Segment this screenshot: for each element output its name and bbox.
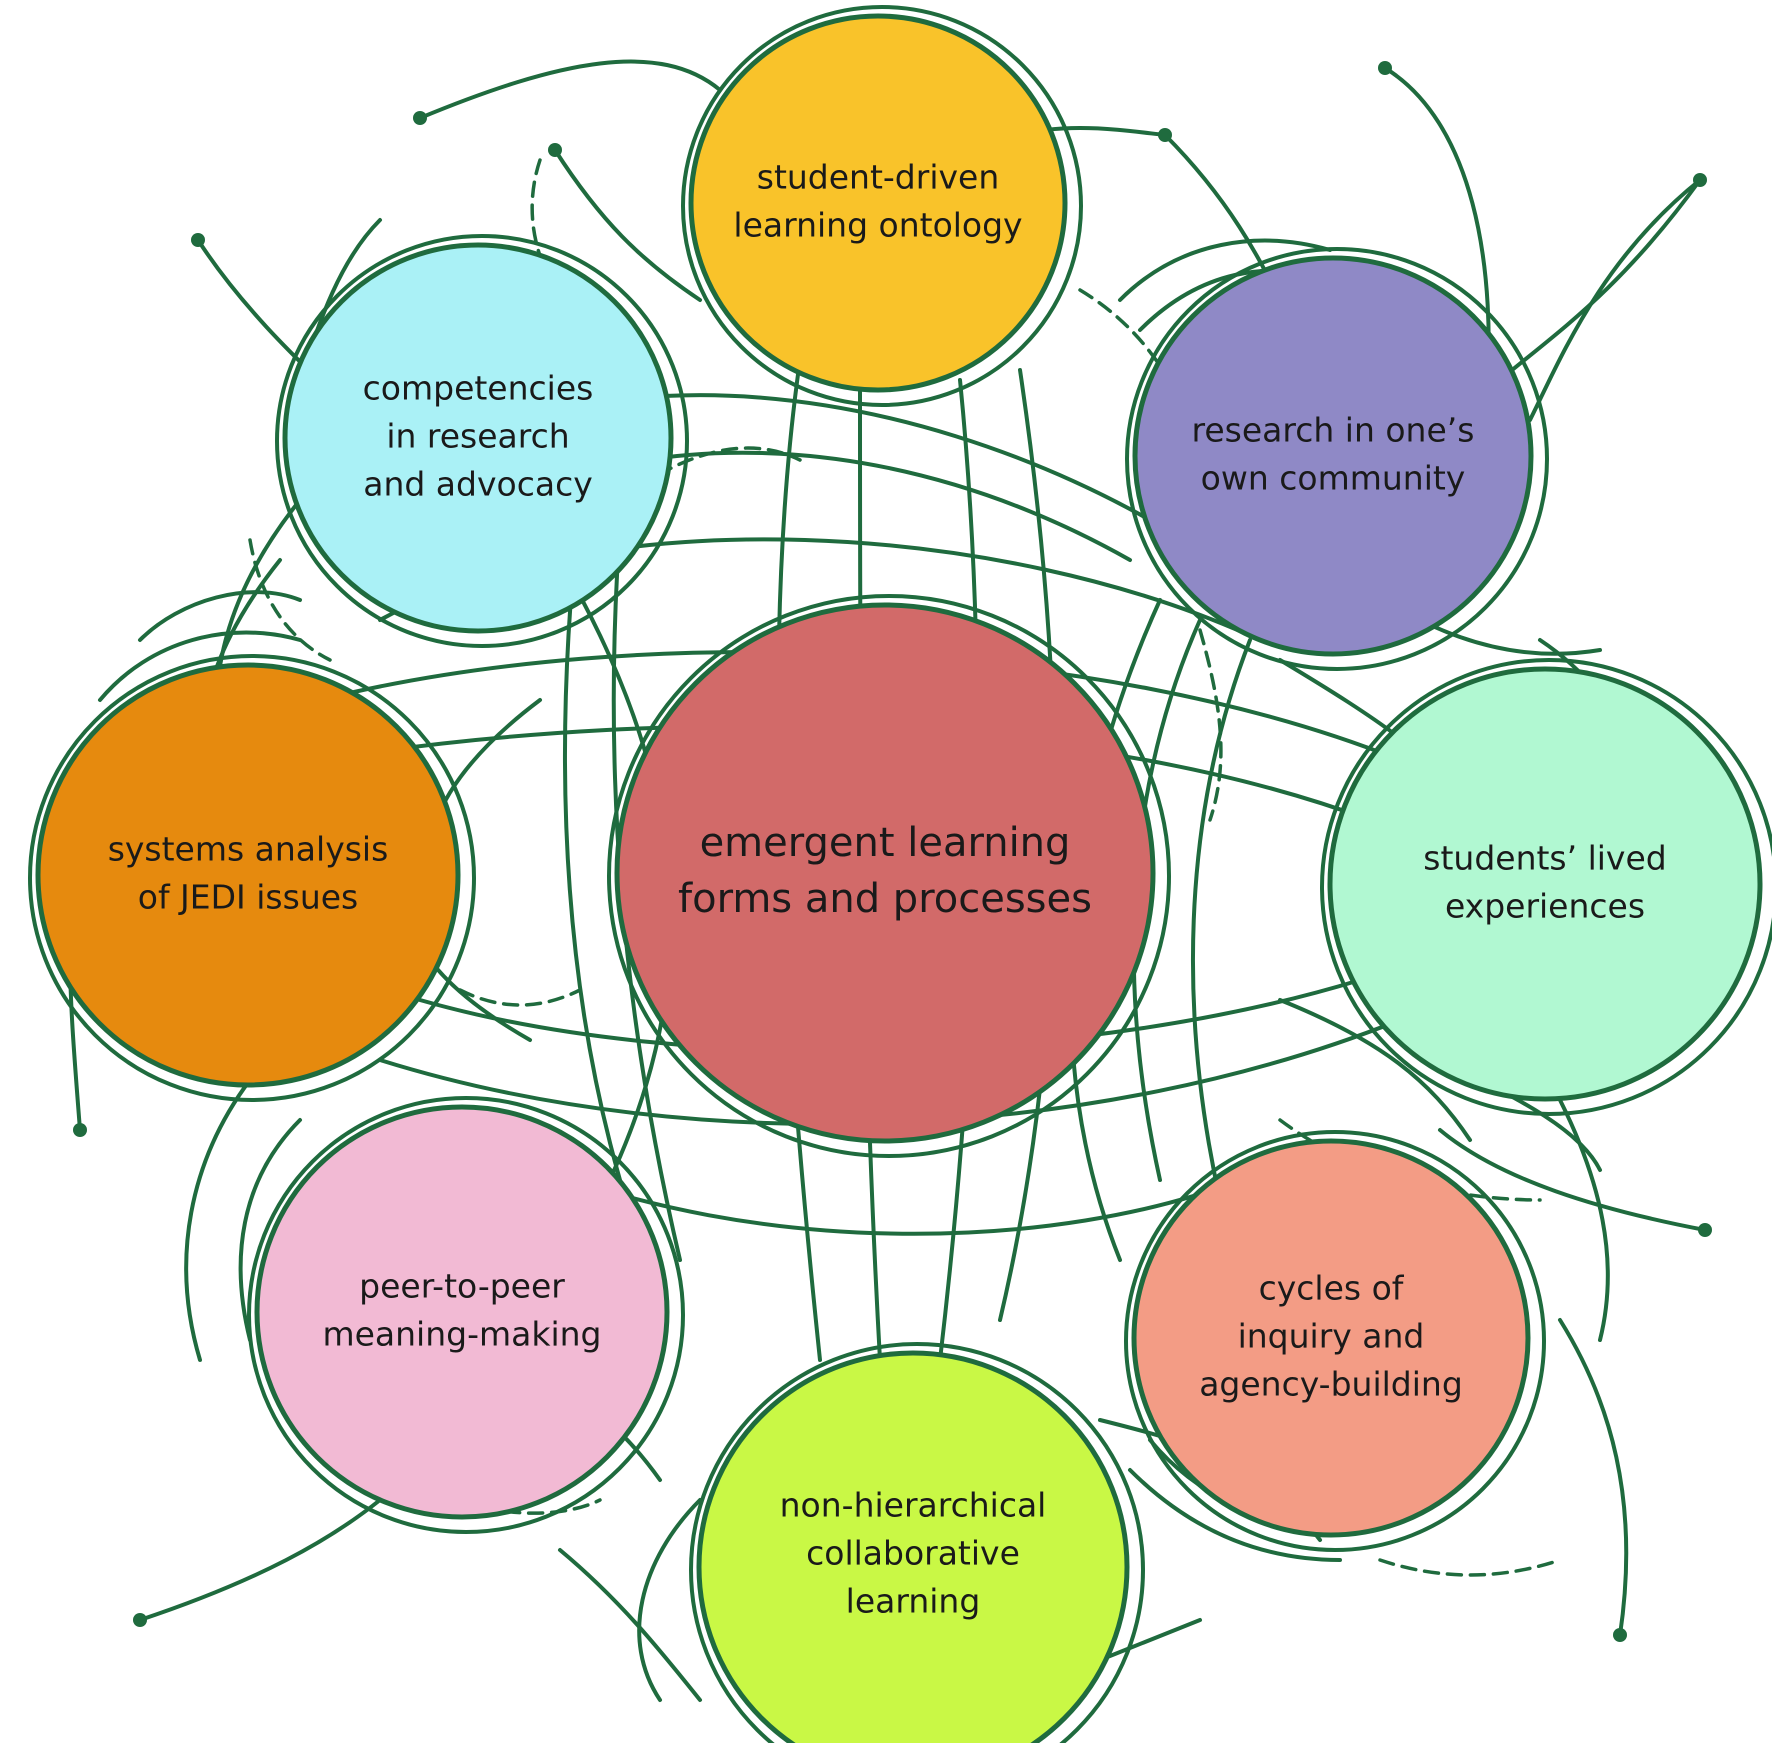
node-outer-ring xyxy=(1320,658,1772,1116)
connector-line xyxy=(558,1548,702,1702)
connector-line xyxy=(1558,1098,1610,1342)
node-label-line: collaborative xyxy=(806,1534,1020,1573)
node-label-line: learning ontology xyxy=(733,206,1022,245)
line-end-dot xyxy=(1613,1628,1627,1642)
line-end-dot xyxy=(1158,128,1172,142)
node-label-line: experiences xyxy=(1445,887,1645,926)
connector-line xyxy=(1498,178,1702,382)
node-label-line: agency-building xyxy=(1199,1365,1463,1404)
node-circle xyxy=(254,1104,670,1520)
node-outer-ring xyxy=(1124,1130,1546,1552)
node-outer-ring xyxy=(689,1342,1145,1743)
node-circle xyxy=(35,662,461,1088)
connector-line xyxy=(1190,638,1252,1202)
line-end-dot xyxy=(1378,61,1392,75)
node-competencies-in-research-and-advocacy: competencies in research and advocacy xyxy=(275,234,689,648)
node-student-driven-learning-ontology: student-driven learning ontology xyxy=(681,5,1083,407)
connector-line xyxy=(238,1118,302,1342)
line-end-dot xyxy=(413,111,427,125)
node-label-line: students’ lived xyxy=(1423,839,1666,878)
node-outer-ring xyxy=(1125,247,1549,671)
connector-line xyxy=(1418,618,1602,656)
line-end-dot xyxy=(1698,1223,1712,1237)
line-end-dot xyxy=(1693,173,1707,187)
node-outer-ring xyxy=(607,594,1171,1158)
node-label-line: systems analysis xyxy=(108,830,389,869)
connector-line xyxy=(553,148,702,302)
dashed-connector-line xyxy=(248,538,332,662)
line-endpoints xyxy=(73,61,1712,1642)
node-research-in-ones-own-community: research in one’s own community xyxy=(1125,247,1549,671)
node-label-line: peer-to-peer xyxy=(359,1267,565,1306)
node-circle xyxy=(282,242,674,634)
node-label-line: competencies xyxy=(363,369,594,408)
connector-line xyxy=(98,630,302,702)
node-label-line: non-hierarchical xyxy=(780,1486,1047,1525)
node-label-line: and advocacy xyxy=(363,465,593,504)
connector-line xyxy=(184,1078,252,1362)
node-outer-ring xyxy=(247,1096,685,1534)
dashed-connector-line xyxy=(1198,628,1223,822)
node-outer-ring xyxy=(275,234,689,648)
node-outer-ring xyxy=(28,654,476,1102)
node-label-line: research in one’s xyxy=(1192,411,1475,450)
connector-line xyxy=(418,59,722,120)
node-students-lived-experiences: students’ lived experiences xyxy=(1320,658,1772,1116)
node-label-line: own community xyxy=(1201,459,1466,498)
node-label-line: cycles of xyxy=(1259,1269,1405,1308)
connector-line xyxy=(1438,1128,1707,1232)
node-circle xyxy=(1327,666,1763,1102)
node-circle xyxy=(1131,1138,1531,1538)
line-end-dot xyxy=(73,1123,87,1137)
node-systems-analysis-of-jedi-issues: systems analysis of JEDI issues xyxy=(28,654,476,1102)
node-label-line: in research xyxy=(386,417,569,456)
center-node-emergent-learning: emergent learning forms and processes xyxy=(607,594,1171,1158)
dashed-connector-line xyxy=(1378,1558,1562,1577)
connector-line xyxy=(1278,998,1472,1142)
connector-line xyxy=(138,1498,382,1622)
node-label-line: meaning-making xyxy=(322,1315,601,1354)
connector-line xyxy=(1118,238,1332,302)
node-label-line: learning xyxy=(846,1582,981,1621)
line-end-dot xyxy=(548,143,562,157)
connector-line xyxy=(1128,1468,1342,1562)
node-circle xyxy=(1132,255,1534,657)
nodes-layer: student-driven learning ontology research … xyxy=(28,5,1772,1743)
node-label-line: forms and processes xyxy=(678,876,1092,922)
node-non-hierarchical-collaborative-learning: non-hierarchical collaborative learning xyxy=(689,1342,1145,1743)
dashed-connector-line xyxy=(458,988,582,1007)
node-label-line: student-driven xyxy=(757,158,1000,197)
node-peer-to-peer-meaning-making: peer-to-peer meaning-making xyxy=(247,1096,685,1534)
line-end-dot xyxy=(133,1613,147,1627)
node-circle xyxy=(614,602,1156,1144)
node-label-line: of JEDI issues xyxy=(138,878,358,917)
node-circle xyxy=(696,1350,1130,1743)
connector-line xyxy=(637,1498,702,1702)
connector-line xyxy=(138,590,302,642)
connector-line xyxy=(1558,1318,1629,1637)
node-label-line: emergent learning xyxy=(700,820,1071,866)
node-label-line: inquiry and xyxy=(1238,1317,1425,1356)
node-circle xyxy=(688,13,1068,393)
node-outer-ring xyxy=(681,5,1083,407)
line-end-dot xyxy=(191,233,205,247)
dashed-connector-line xyxy=(1078,288,1182,402)
node-cycles-of-inquiry-and-agency-building: cycles of inquiry and agency-building xyxy=(1124,1130,1546,1552)
